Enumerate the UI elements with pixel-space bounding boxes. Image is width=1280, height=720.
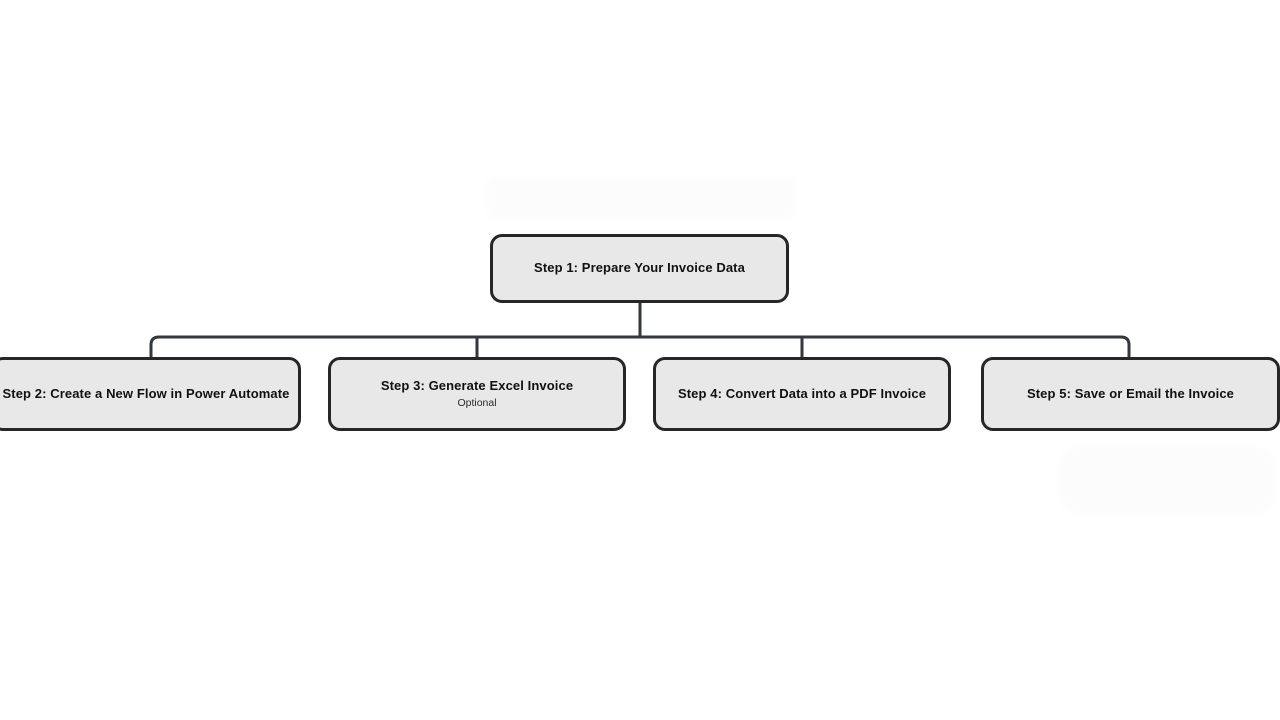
node-step-3-title: Step 3: Generate Excel Invoice [380, 378, 574, 394]
node-step-3-subtitle: Optional [457, 396, 497, 409]
node-step-3[interactable]: Step 3: Generate Excel Invoice Optional [328, 357, 626, 431]
node-step-4-title: Step 4: Convert Data into a PDF Invoice [677, 385, 927, 401]
node-step-1[interactable]: Step 1: Prepare Your Invoice Data [490, 234, 789, 303]
edge-bus [149, 335, 1131, 357]
node-step-2-title: Step 2: Create a New Flow in Power Autom… [2, 385, 290, 401]
node-step-5-title: Step 5: Save or Email the Invoice [1026, 385, 1235, 401]
faded-corner-artifact [1060, 446, 1275, 514]
node-step-1-title: Step 1: Prepare Your Invoice Data [534, 260, 745, 276]
faded-title-artifact [487, 178, 795, 218]
node-step-2[interactable]: Step 2: Create a New Flow in Power Autom… [0, 357, 301, 431]
node-step-4[interactable]: Step 4: Convert Data into a PDF Invoice [653, 357, 951, 431]
node-step-5[interactable]: Step 5: Save or Email the Invoice [981, 357, 1280, 431]
